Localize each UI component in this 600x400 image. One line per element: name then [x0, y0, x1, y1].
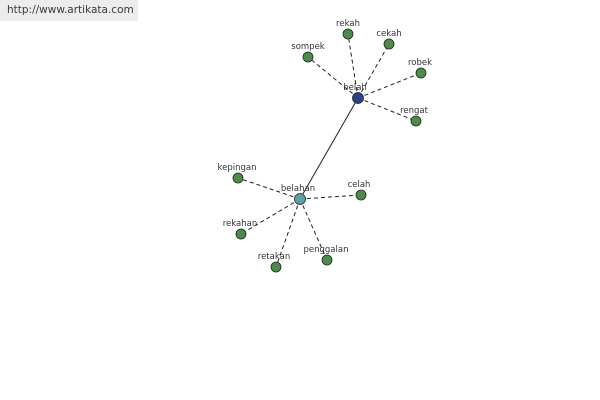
edge-belah-robek — [357, 72, 422, 99]
node-label-robek[interactable]: robek — [408, 58, 432, 68]
node-kepingan[interactable] — [232, 172, 244, 184]
edge-belah-sompek — [307, 56, 359, 99]
node-retakan[interactable] — [270, 261, 282, 273]
node-robek[interactable] — [415, 67, 427, 79]
source-url-label[interactable]: http://www.artikata.com — [0, 0, 138, 21]
node-cekah[interactable] — [383, 38, 395, 50]
node-label-cekah[interactable]: cekah — [376, 29, 401, 39]
node-rekahan[interactable] — [235, 228, 247, 240]
node-label-belah[interactable]: belah — [343, 83, 367, 93]
labels-layer: rekah cekah sompek robek rengat kepingan celah… — [218, 19, 433, 262]
edge-belahan-rekahan — [240, 198, 301, 235]
edge-belah-rekah — [347, 33, 359, 99]
node-sompek[interactable] — [302, 51, 314, 63]
edge-belah-cekah — [357, 43, 390, 99]
edge-belahan-celah — [299, 194, 362, 200]
node-label-retakan[interactable]: retakan — [258, 252, 290, 262]
edge-belah-rengat — [357, 97, 417, 122]
node-label-rekah[interactable]: rekah — [336, 19, 360, 29]
node-rekah[interactable] — [342, 28, 354, 40]
edge-belahan-kepingan — [237, 177, 301, 200]
node-label-belahan[interactable]: belahan — [281, 184, 315, 194]
node-celah[interactable] — [355, 189, 367, 201]
node-label-rekahan[interactable]: rekahan — [223, 219, 258, 229]
node-penggalan[interactable] — [321, 254, 333, 266]
node-rengat[interactable] — [410, 115, 422, 127]
node-belah[interactable] — [352, 92, 364, 104]
edge-belahan-retakan — [275, 198, 301, 268]
node-label-penggalan[interactable]: penggalan — [304, 245, 349, 255]
edges-layer — [237, 33, 422, 268]
edge-belah-belahan — [299, 97, 359, 200]
node-belahan[interactable] — [294, 193, 306, 205]
node-label-sompek[interactable]: sompek — [291, 42, 325, 52]
node-label-kepingan[interactable]: kepingan — [218, 163, 257, 173]
nodes-layer — [232, 28, 427, 273]
node-label-celah[interactable]: celah — [348, 180, 371, 190]
node-label-rengat[interactable]: rengat — [400, 106, 429, 116]
